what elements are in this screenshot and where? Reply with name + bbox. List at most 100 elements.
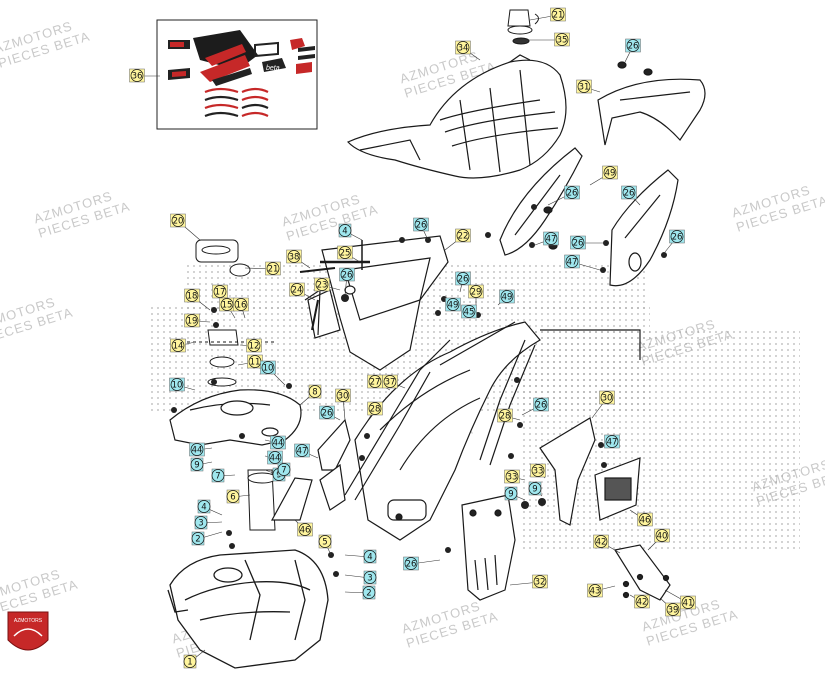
callout-circle	[171, 214, 185, 227]
callout-1: 1	[183, 654, 197, 669]
callout-number: 38	[289, 253, 300, 263]
callout-circle	[681, 596, 695, 609]
callout-box	[587, 583, 603, 598]
callout-number: 3	[367, 574, 372, 584]
callout-box	[564, 185, 580, 200]
callout-35: 35	[554, 32, 570, 47]
callout-number: 47	[567, 258, 578, 268]
callout-circle	[622, 186, 636, 199]
callout-box	[599, 390, 615, 405]
callout-circle	[666, 603, 680, 616]
callout-box	[382, 374, 398, 389]
callout-46: 46	[637, 512, 653, 527]
callout-box	[461, 304, 477, 319]
callout-circle	[571, 236, 585, 249]
callout-44: 44	[189, 442, 205, 457]
callout-9: 9	[504, 486, 518, 501]
callout-9: 9	[528, 481, 542, 496]
callout-number: 9	[508, 490, 513, 500]
decal-kit: beta	[156, 19, 318, 130]
callout-32: 32	[532, 574, 548, 589]
callout-circle	[362, 586, 376, 599]
callout-box	[170, 213, 186, 228]
callout-number: 40	[657, 532, 668, 542]
callout-5: 5	[318, 534, 332, 549]
callout-box	[265, 261, 281, 276]
callout-circle	[268, 451, 282, 464]
callout-number: 26	[628, 42, 639, 52]
callout-22: 22	[455, 228, 471, 243]
callout-number: 26	[406, 560, 417, 570]
callout-number: 9	[532, 485, 537, 495]
callout-circle	[498, 409, 512, 422]
callout-box	[499, 289, 515, 304]
callout-number: 21	[268, 265, 279, 275]
callout-2: 2	[191, 531, 205, 546]
callout-41: 41	[680, 595, 696, 610]
callout-44: 44	[270, 435, 286, 450]
callout-18: 18	[184, 288, 200, 303]
callout-circle	[383, 375, 397, 388]
callout-number: 30	[602, 394, 613, 404]
callout-number: 28	[370, 405, 381, 415]
callout-number: 26	[536, 401, 547, 411]
callout-47: 47	[604, 434, 620, 449]
callout-47: 47	[564, 254, 580, 269]
rod-38	[299, 267, 336, 273]
callout-26: 26	[570, 235, 586, 250]
callout-box	[294, 443, 310, 458]
callout-box	[468, 284, 484, 299]
callout-circle	[368, 375, 382, 388]
side-cover-46	[270, 418, 351, 521]
callout-25: 25	[337, 245, 353, 260]
callout-circle	[670, 230, 684, 243]
callout-number: 19	[187, 317, 198, 327]
rear-side-panel	[539, 417, 641, 526]
callout-number: 44	[273, 439, 284, 449]
callout-circle	[404, 557, 418, 570]
callout-box	[576, 79, 592, 94]
callout-number: 10	[172, 381, 183, 391]
callout-box	[286, 249, 302, 264]
callout-10: 10	[169, 377, 185, 392]
callout-box	[184, 288, 200, 303]
callout-box	[634, 594, 650, 609]
callout-circle	[456, 229, 470, 242]
callout-42: 42	[593, 534, 609, 549]
callout-circle	[318, 535, 332, 548]
callout-47: 47	[543, 231, 559, 246]
callout-circle	[130, 69, 144, 82]
callout-box	[297, 522, 313, 537]
callout-circle	[295, 444, 309, 457]
callout-number: 26	[322, 409, 333, 419]
callout-circle	[190, 443, 204, 456]
callout-9: 9	[190, 457, 204, 472]
callout-number: 49	[448, 301, 459, 311]
callout-number: 2	[366, 589, 371, 599]
callout-33: 33	[504, 469, 520, 484]
callout-number: 25	[340, 249, 351, 259]
callout-number: 47	[297, 447, 308, 457]
callout-circle	[170, 378, 184, 391]
callout-number: 39	[668, 606, 679, 616]
callout-circle	[336, 389, 350, 402]
callout-30: 30	[599, 390, 615, 405]
callout-box	[593, 534, 609, 549]
side-panel-right	[609, 169, 679, 287]
callout-circle	[183, 655, 197, 668]
callout-circle	[211, 469, 225, 482]
callout-7: 7	[277, 462, 291, 477]
callout-number: 2	[195, 535, 200, 545]
callout-44: 44	[267, 450, 283, 465]
callout-box	[455, 228, 471, 243]
callout-number: 20	[173, 217, 184, 227]
callout-box	[403, 556, 419, 571]
callout-circle	[298, 523, 312, 536]
callout-number: 43	[590, 587, 601, 597]
callout-box	[445, 297, 461, 312]
callout-3: 3	[194, 515, 208, 530]
callout-circle	[600, 391, 614, 404]
callout-number: 26	[573, 239, 584, 249]
